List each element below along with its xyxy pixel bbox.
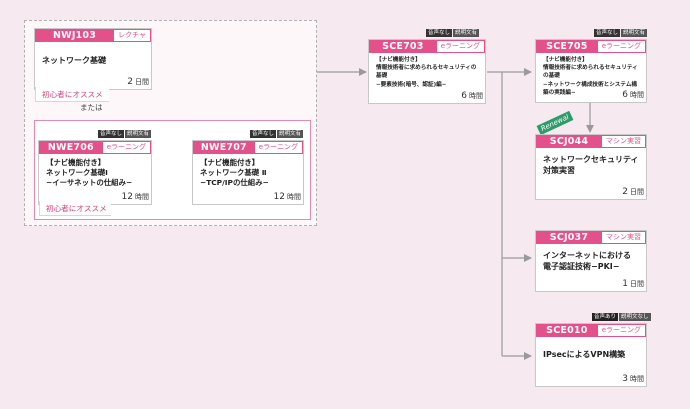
course-card-sce703[interactable]: SCE703 eラーニング 【ナビ機能付き】 情報技術者に求められるセキュリティ…	[368, 39, 486, 104]
course-type: マシン実習	[602, 232, 645, 243]
audio-tag: 音声あり	[592, 313, 619, 321]
sce703-tags: 音声なし 説明文有	[426, 29, 480, 37]
audio-tag: 音声なし	[594, 29, 621, 37]
course-header: NWJ103 レクチャ	[35, 29, 151, 42]
sce705-tags: 音声なし 説明文有	[594, 29, 648, 37]
course-title: 【ナビ機能付き】 情報技術者に求められるセキュリティの基礎 −ネットワーク構成技…	[543, 57, 638, 96]
course-code: NWJ103	[53, 30, 97, 41]
audio-tag: 音声なし	[250, 130, 277, 138]
course-header: SCE705 eラーニング	[536, 40, 646, 53]
course-header: NWE707 eラーニング	[193, 141, 303, 154]
nwe706-tags: 音声なし 説明文有	[98, 130, 152, 138]
course-type: eラーニング	[597, 41, 645, 52]
caption-tag: 説明文有	[277, 130, 304, 138]
course-code: SCE703	[382, 41, 424, 52]
course-code: SCE705	[546, 41, 588, 52]
course-type: eラーニング	[254, 142, 302, 153]
caption-tag: 説明文有	[621, 29, 648, 37]
course-header: SCE010 eラーニング	[536, 324, 646, 337]
course-code: SCE010	[546, 325, 588, 336]
course-title: 【ナビ機能付き】 情報技術者に求められるセキュリティの基礎 −要素技術(暗号、認…	[376, 57, 477, 88]
course-code: NWE706	[47, 142, 94, 153]
course-title: 【ナビ機能付き】 ネットワーク基礎 Ⅱ −TCP/IPの仕組み−	[200, 158, 269, 187]
course-type: マシン実習	[602, 136, 645, 147]
course-header: SCJ044 マシン実習	[536, 135, 646, 148]
course-card-nwe706[interactable]: NWE706 eラーニング 【ナビ機能付き】 ネットワーク基礎Ⅰ −イーサネット…	[38, 140, 152, 216]
course-title: ネットワークセキュリティ 対策実習	[543, 155, 639, 175]
or-label: または	[80, 103, 103, 112]
course-card-nwe707[interactable]: NWE707 eラーニング 【ナビ機能付き】 ネットワーク基礎 Ⅱ −TCP/I…	[192, 140, 304, 205]
course-type: eラーニング	[102, 142, 150, 153]
course-title: ネットワーク基礎	[42, 56, 106, 65]
course-code: SCJ044	[549, 136, 589, 147]
course-type: eラーニング	[597, 325, 645, 336]
course-title: インターネットにおける 電子認証技術−PKI−	[543, 251, 631, 271]
audio-tag: 音声なし	[98, 130, 125, 138]
beginner-recommend-label: 初心者にオススメ	[39, 201, 111, 216]
course-card-sce705[interactable]: SCE705 eラーニング 【ナビ機能付き】 情報技術者に求められるセキュリティ…	[535, 39, 647, 103]
course-header: NWE706 eラーニング	[39, 141, 151, 154]
caption-tag: 説明文有	[125, 130, 152, 138]
course-type: eラーニング	[436, 41, 484, 52]
caption-tag: 説明文有	[453, 29, 480, 37]
beginner-recommend-label: 初心者にオススメ	[35, 87, 109, 102]
course-header: SCE703 eラーニング	[369, 40, 485, 53]
course-type: レクチャ	[114, 30, 150, 41]
course-code: SCJ037	[549, 232, 589, 243]
audio-tag: 音声なし	[426, 29, 453, 37]
course-title: 【ナビ機能付き】 ネットワーク基礎Ⅰ −イーサネットの仕組み−	[46, 158, 133, 187]
nwe707-tags: 音声なし 説明文有	[250, 130, 304, 138]
sce010-tags: 音声あり 説明文なし	[592, 313, 651, 321]
course-code: NWE707	[200, 142, 247, 153]
caption-tag: 説明文なし	[619, 313, 651, 321]
course-title: IPsecによるVPN構築	[543, 350, 626, 359]
course-header: SCJ037 マシン実習	[536, 231, 646, 244]
